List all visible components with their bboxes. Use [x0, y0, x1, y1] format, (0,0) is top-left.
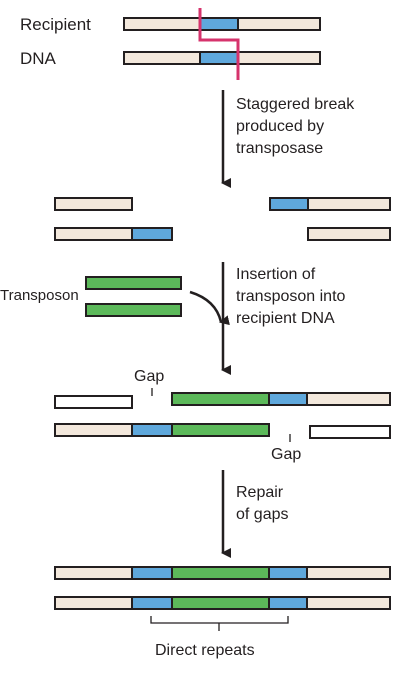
step1-line-1: Staggered break [236, 96, 355, 113]
transposon-label: Transposon [0, 287, 79, 304]
gapped-left-top [54, 395, 133, 409]
inserted-top-strand [171, 392, 391, 406]
step2-line-2: transposon into [236, 288, 346, 305]
gap-label-bottom: Gap [271, 446, 302, 463]
transposon-strand-top [85, 276, 182, 290]
cut-fragment-left-top [54, 197, 133, 211]
step3-line-2: of gaps [236, 506, 289, 523]
insertion-curve [189, 290, 230, 326]
step2-line-3: recipient DNA [236, 310, 335, 327]
recipient-dna-top-strand [123, 17, 321, 31]
inserted-bottom-strand [54, 423, 270, 437]
step3-line-1: Repair [236, 484, 284, 501]
step1-text: Staggered break produced by transposase [236, 94, 354, 160]
step1-line-2: produced by [236, 118, 325, 135]
staggered-break-line [198, 8, 240, 80]
direct-repeats-label: Direct repeats [155, 642, 255, 659]
step2-line-1: Insertion of [236, 266, 316, 283]
recipient-dna-bottom-strand [123, 51, 321, 65]
recipient-label: Recipient [20, 15, 91, 34]
repaired-bottom-strand [54, 596, 391, 610]
repaired-top-strand [54, 566, 391, 580]
cut-fragment-right-bottom [307, 227, 391, 241]
step2-text: Insertion of transposon into recipient D… [236, 264, 345, 330]
gapped-right-bottom [309, 425, 391, 439]
step3-text: Repair of gaps [236, 482, 288, 526]
gap-label-top: Gap [134, 368, 165, 385]
transposon-strand-bottom [85, 303, 182, 317]
dna-label: DNA [20, 49, 56, 68]
step1-line-3: transposase [236, 140, 324, 157]
cut-fragment-right-top [269, 197, 391, 211]
cut-fragment-left-bottom [54, 227, 173, 241]
direct-repeats-bracket [150, 616, 289, 631]
